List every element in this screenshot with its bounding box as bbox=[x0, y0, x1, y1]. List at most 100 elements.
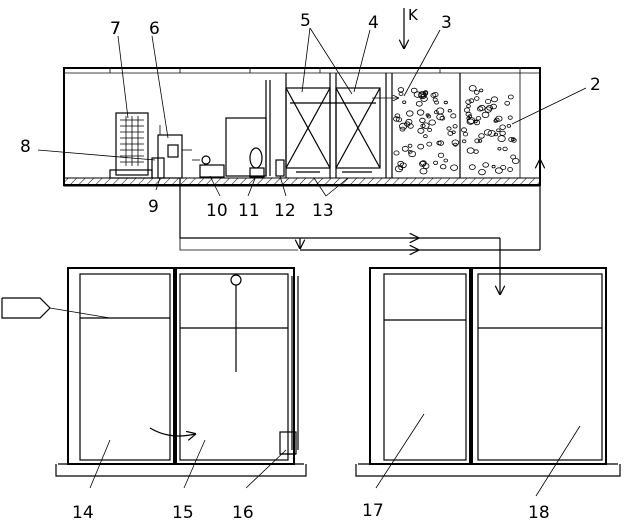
label-7: 7 bbox=[110, 19, 121, 39]
media-bubble bbox=[420, 123, 426, 128]
piping bbox=[179, 8, 540, 294]
media-bubble bbox=[452, 124, 458, 129]
media-bubble bbox=[463, 107, 471, 113]
media-bubble bbox=[481, 111, 490, 119]
media-bubble bbox=[430, 93, 437, 98]
label-5: 5 bbox=[300, 11, 311, 31]
leader-lines bbox=[37, 27, 587, 497]
media-bubble bbox=[496, 128, 501, 133]
media-bubble bbox=[433, 160, 439, 165]
media-bubble bbox=[419, 167, 428, 175]
media-bubble bbox=[473, 90, 480, 95]
media-bubble bbox=[399, 162, 407, 169]
media-bubble bbox=[407, 149, 413, 154]
media-bubble bbox=[393, 150, 400, 156]
media-bubble bbox=[451, 139, 460, 146]
media-bubble bbox=[421, 122, 430, 129]
media-bubble bbox=[507, 94, 514, 100]
media-bubble bbox=[479, 88, 484, 93]
media-bubble bbox=[468, 98, 475, 103]
media-bubble bbox=[487, 130, 496, 137]
media-bubble bbox=[447, 108, 452, 113]
media-bubble bbox=[510, 137, 516, 142]
label-10: 10 bbox=[206, 201, 228, 221]
media-bubble bbox=[490, 103, 497, 110]
media-bubble bbox=[437, 152, 445, 158]
media-bubble bbox=[477, 139, 483, 143]
media-bubble bbox=[465, 111, 472, 117]
media-bubble bbox=[467, 114, 473, 119]
label-11: 11 bbox=[238, 201, 260, 221]
media-bubble bbox=[502, 146, 508, 152]
media-bubble bbox=[402, 100, 407, 104]
media-bubble bbox=[468, 164, 476, 170]
media-bubble bbox=[493, 132, 498, 137]
media-bubble bbox=[407, 143, 413, 148]
media-bubble bbox=[425, 113, 430, 117]
media-bubble bbox=[417, 143, 425, 150]
media-bubble bbox=[393, 116, 400, 122]
media-bubble bbox=[399, 126, 406, 132]
media-bubble bbox=[475, 116, 482, 121]
media-bubble bbox=[410, 87, 418, 94]
media-bubble bbox=[460, 127, 467, 133]
media-bubble bbox=[428, 119, 436, 126]
media-bubble bbox=[450, 113, 457, 119]
label-13: 13 bbox=[312, 201, 334, 221]
media-bubble bbox=[466, 147, 475, 154]
media-bubble bbox=[462, 131, 469, 137]
label-14: 14 bbox=[72, 503, 94, 523]
media-bubble bbox=[465, 99, 472, 105]
media-bubble bbox=[401, 145, 409, 152]
media-bubble bbox=[499, 130, 506, 136]
media-bubble bbox=[396, 117, 403, 123]
right-tank-pair bbox=[355, 267, 621, 477]
media-bubble bbox=[446, 126, 452, 131]
media-bubble bbox=[443, 158, 449, 163]
dosing-unit bbox=[151, 125, 192, 179]
label-2: 2 bbox=[590, 75, 601, 95]
media-bubble bbox=[408, 150, 417, 158]
media-bubble bbox=[405, 118, 413, 125]
media-bubble bbox=[436, 140, 442, 146]
media-bubble bbox=[423, 134, 428, 139]
media-bubble bbox=[440, 164, 447, 170]
media-bubble bbox=[483, 129, 492, 136]
media-bubble bbox=[512, 157, 520, 164]
label-6: 6 bbox=[149, 19, 160, 39]
media-bubble bbox=[420, 95, 428, 102]
media-bubble bbox=[504, 101, 511, 106]
media-bubble bbox=[474, 96, 480, 101]
pump-group bbox=[192, 80, 285, 178]
media-bubble bbox=[439, 115, 446, 121]
media-bubble bbox=[508, 137, 515, 142]
label-15: 15 bbox=[172, 503, 194, 523]
media-bubble bbox=[437, 140, 444, 146]
label-16: 16 bbox=[232, 503, 254, 523]
media-bubble bbox=[499, 124, 506, 130]
media-bubble bbox=[443, 100, 448, 105]
media-bubble bbox=[398, 91, 404, 96]
media-bubble bbox=[406, 110, 414, 117]
media-bubble bbox=[482, 162, 490, 168]
media-bubble bbox=[419, 117, 426, 124]
callout-labels: 2 3 4 5 7 7 6 8 9 10 11 12 13 14 15 16 1… bbox=[20, 6, 601, 523]
left-tank-pair bbox=[55, 267, 307, 477]
media-bubble bbox=[484, 106, 492, 113]
control-cabinet bbox=[109, 112, 153, 179]
label-4: 4 bbox=[368, 13, 379, 33]
media-bubble bbox=[434, 100, 440, 105]
media-bubble bbox=[466, 104, 471, 108]
settler-compartment bbox=[285, 73, 387, 178]
media-bubble bbox=[450, 164, 459, 171]
label-k: K bbox=[408, 6, 419, 24]
media-bubble bbox=[413, 91, 422, 98]
inlet-marker bbox=[1, 297, 111, 319]
label-3: 3 bbox=[441, 13, 452, 33]
media-bubble bbox=[426, 141, 433, 147]
media-bubble bbox=[417, 127, 425, 134]
label-12: 12 bbox=[274, 201, 296, 221]
media-bubble bbox=[453, 142, 458, 147]
media-bubble bbox=[422, 91, 429, 96]
